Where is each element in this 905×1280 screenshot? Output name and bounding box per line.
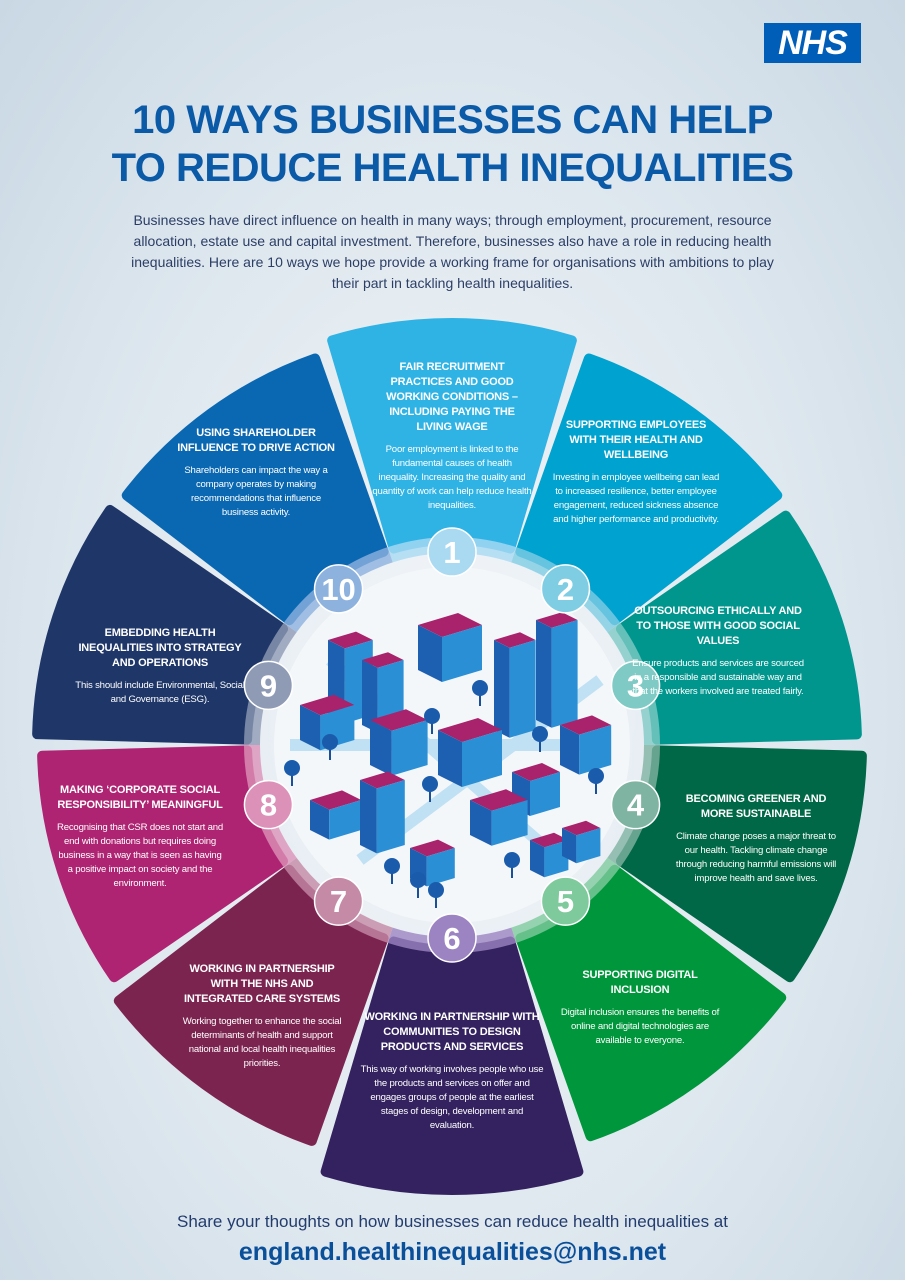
number-badge-1	[427, 527, 477, 577]
building	[418, 613, 482, 682]
tree-icon	[588, 768, 604, 794]
building	[370, 709, 428, 776]
way-title: SUPPORTING DIGITAL INCLUSION	[582, 969, 698, 996]
way-3-text: OUTSOURCING ETHICALLY AND TO THOSE WITH …	[631, 604, 806, 699]
way-9-text: EMBEDDING HEALTH INEQUALITIES INTO STRAT…	[75, 626, 245, 707]
number-badge-4	[610, 779, 661, 830]
building	[494, 632, 536, 738]
way-description: This way of working involves people who …	[360, 1064, 544, 1131]
footer-text: Share your thoughts on how businesses ca…	[177, 1212, 728, 1231]
number-badge-9	[243, 660, 294, 711]
way-4-text: BECOMING GREENER AND MORE SUSTAINABLE Cli…	[671, 792, 841, 886]
number-label: 10	[321, 572, 355, 607]
way-description: This should include Environmental, Socia…	[75, 680, 245, 705]
number-badge-10	[313, 564, 364, 614]
number-badge-2	[540, 564, 591, 614]
way-title: WORKING IN PARTNERSHIP WITH COMMUNITIES …	[364, 1011, 540, 1053]
number-badge-6	[427, 913, 477, 963]
way-6-text: WORKING IN PARTNERSHIP WITH COMMUNITIES …	[360, 1010, 545, 1133]
tree-icon	[428, 882, 444, 908]
city-illustration	[284, 612, 612, 908]
tree-icon	[322, 734, 338, 760]
way-description: Poor employment is linked to the fundame…	[372, 444, 532, 511]
way-title: OUTSOURCING ETHICALLY AND TO THOSE WITH …	[634, 605, 802, 647]
tree-icon	[422, 776, 438, 802]
number-badge-7	[313, 876, 364, 926]
way-description: Recognising that CSR does not start and …	[56, 822, 224, 889]
number-label: 5	[557, 884, 574, 919]
number-label: 4	[627, 788, 645, 823]
way-10-text: USING SHAREHOLDER INFLUENCE TO DRIVE ACT…	[176, 426, 336, 520]
number-badge-8	[243, 779, 294, 830]
number-label: 7	[330, 884, 347, 919]
way-description: Investing in employee wellbeing can lead…	[552, 472, 720, 525]
way-description: Climate change poses a major threat to o…	[675, 831, 837, 884]
way-8-text: MAKING ‘CORPORATE SOCIAL RESPONSIBILITY’…	[55, 783, 225, 891]
tree-icon	[472, 680, 488, 706]
way-title: USING SHAREHOLDER INFLUENCE TO DRIVE ACT…	[177, 427, 335, 454]
building	[360, 771, 405, 854]
number-label: 8	[260, 788, 277, 823]
way-description: Shareholders can impact the way a compan…	[184, 465, 328, 518]
way-description: Ensure products and services are sourced…	[632, 658, 804, 697]
way-description: Digital inclusion ensures the benefits o…	[560, 1007, 720, 1046]
way-title: EMBEDDING HEALTH INEQUALITIES INTO STRAT…	[78, 627, 242, 669]
way-title: SUPPORTING EMPLOYEES WITH THEIR HEALTH A…	[565, 419, 707, 461]
way-1-text: FAIR RECRUITMENT PRACTICES AND GOOD WORK…	[372, 360, 532, 513]
number-label: 6	[443, 921, 460, 956]
tree-icon	[284, 760, 300, 786]
contact-email-link[interactable]: england.healthinequalities@nhs.net	[238, 1238, 667, 1266]
way-5-text: SUPPORTING DIGITAL INCLUSION Digital incl…	[560, 968, 720, 1048]
title-line-2: TO REDUCE HEALTH INEQUALITIES	[111, 146, 794, 190]
tree-icon	[410, 872, 426, 898]
tree-icon	[424, 708, 440, 734]
number-label: 1	[443, 535, 460, 570]
way-description: Working together to enhance the social d…	[182, 1016, 342, 1069]
intro-text: Businesses have direct influence on heal…	[131, 212, 774, 291]
number-label: 2	[557, 572, 574, 607]
number-badge-5	[540, 876, 591, 926]
way-7-text: WORKING IN PARTNERSHIP WITH THE NHS AND …	[177, 962, 347, 1071]
tree-icon	[532, 726, 548, 752]
title-line-1: 10 WAYS BUSINESSES CAN HELP	[132, 98, 773, 142]
tree-icon	[504, 852, 520, 878]
way-title: FAIR RECRUITMENT PRACTICES AND GOOD WORK…	[386, 361, 518, 433]
page-title: 10 WAYS BUSINESSES CAN HELP TO REDUCE HE…	[0, 96, 905, 192]
building	[470, 789, 528, 846]
way-title: MAKING ‘CORPORATE SOCIAL RESPONSIBILITY’…	[57, 784, 223, 811]
building	[562, 820, 601, 864]
number-label: 9	[260, 668, 277, 703]
building	[310, 790, 362, 840]
way-2-text: SUPPORTING EMPLOYEES WITH THEIR HEALTH A…	[551, 418, 721, 527]
number-label: 3	[627, 668, 644, 703]
building	[536, 612, 578, 728]
way-title: WORKING IN PARTNERSHIP WITH THE NHS AND …	[184, 963, 340, 1005]
building	[560, 715, 612, 775]
nhs-logo: NHS	[764, 23, 861, 63]
building	[438, 718, 502, 787]
tree-icon	[384, 858, 400, 884]
way-title: BECOMING GREENER AND MORE SUSTAINABLE	[685, 793, 827, 820]
number-badge-3	[610, 660, 661, 711]
